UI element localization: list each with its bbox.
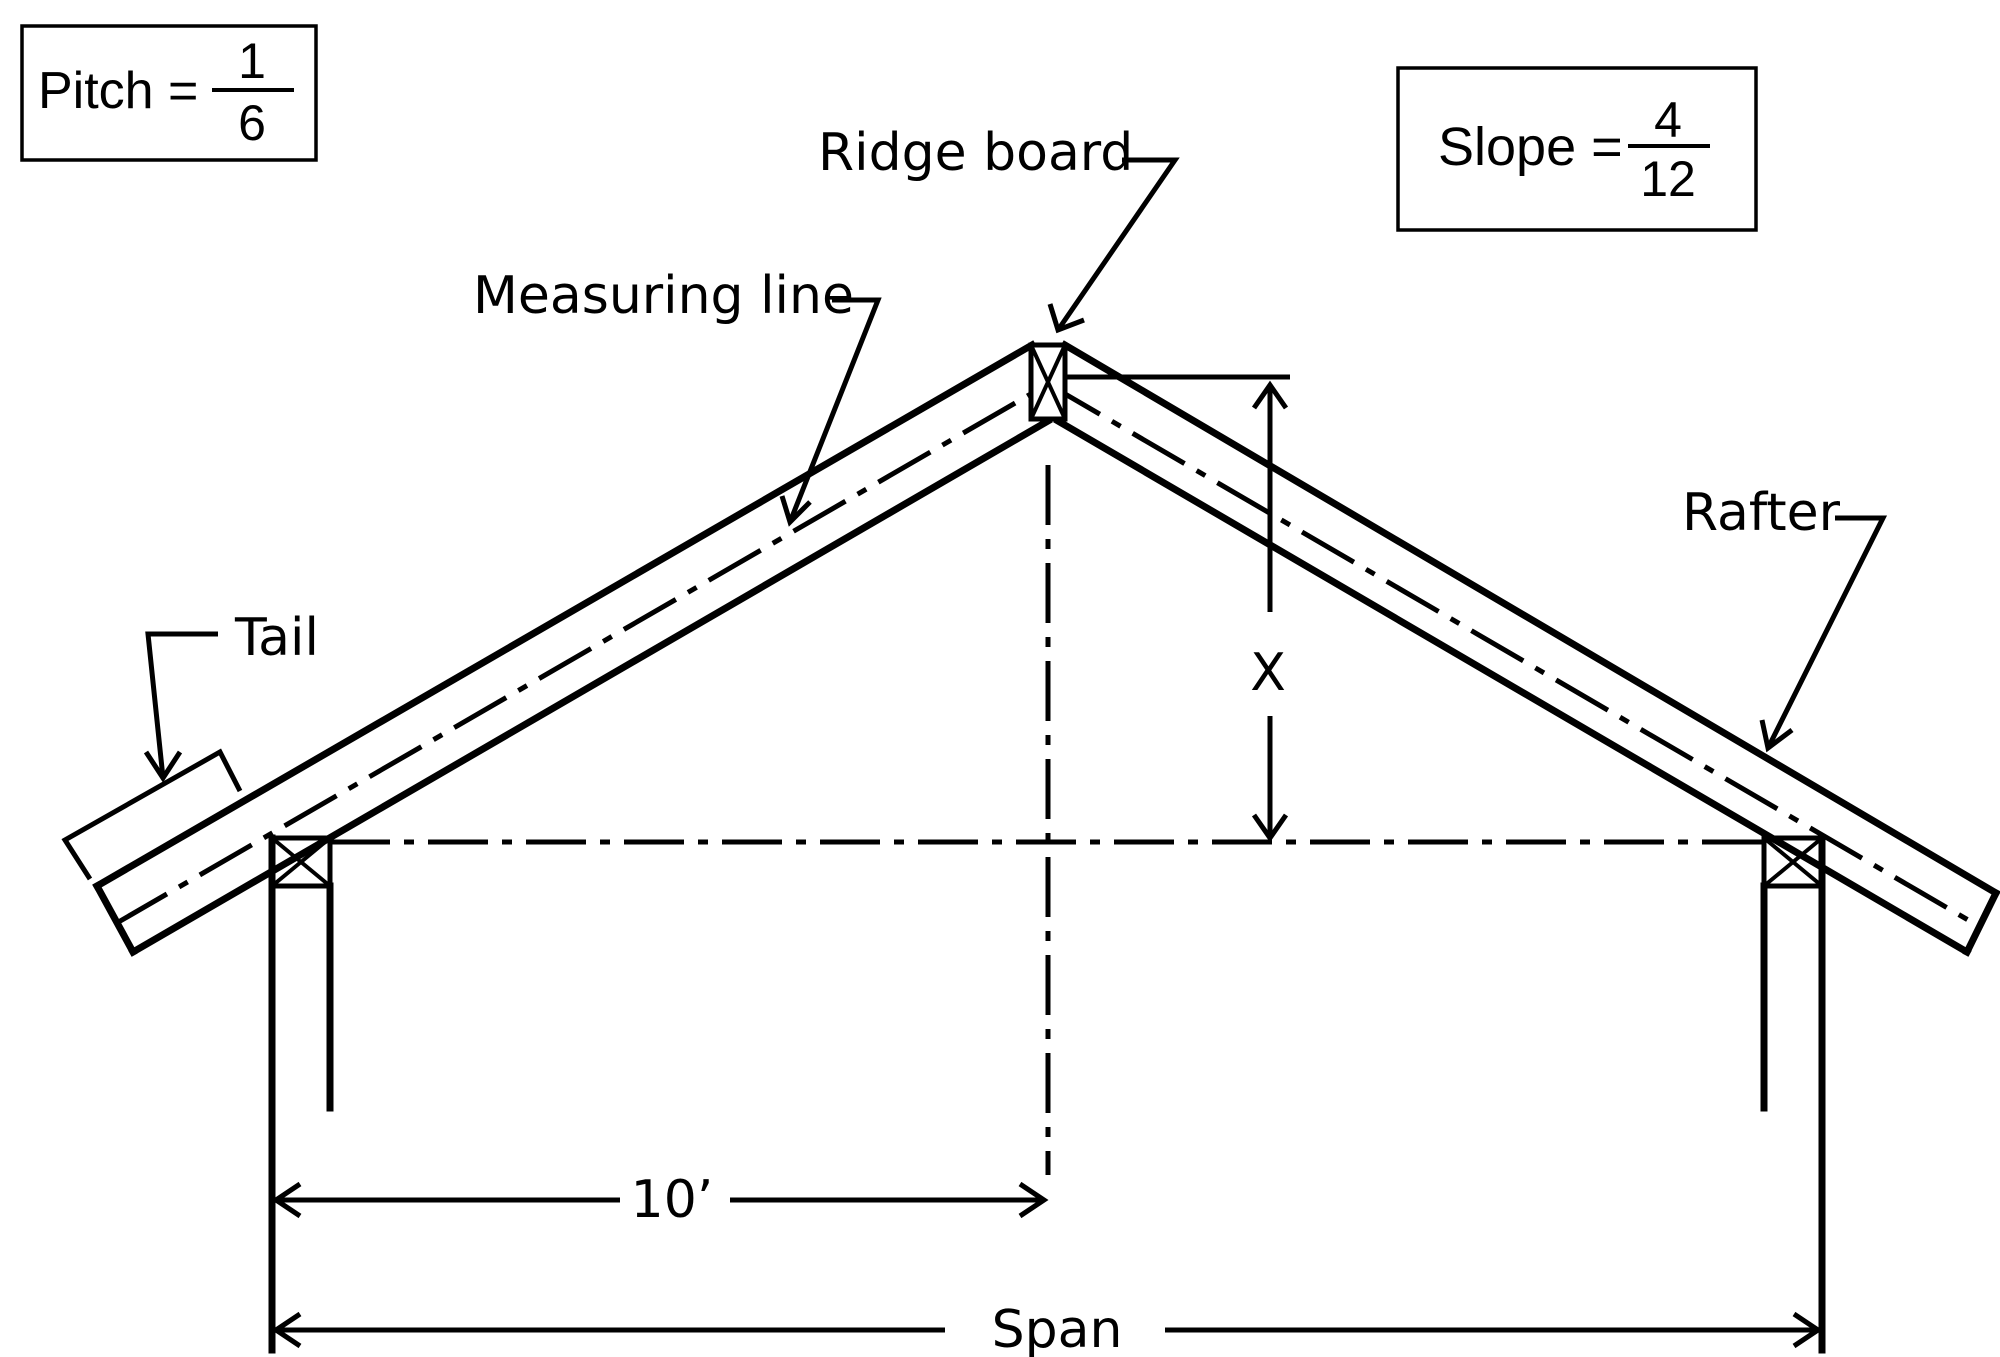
- right-measuring-line: [1046, 381, 1977, 927]
- tail-bracket: [61, 748, 243, 881]
- pitch-denominator: 6: [238, 95, 266, 151]
- slope-label: Slope =: [1438, 117, 1623, 177]
- left-rafter: [92, 340, 1053, 957]
- slope-numerator: 4: [1654, 92, 1682, 148]
- rafter-callout: Rafter: [1682, 483, 1888, 753]
- rafter-label: Rafter: [1682, 483, 1841, 543]
- slope-denominator: 12: [1640, 151, 1696, 207]
- span-dimension: Span: [271, 1300, 1823, 1357]
- pitch-label: Pitch =: [38, 62, 198, 120]
- left-wall: [268, 834, 334, 1354]
- left-measuring-line: [113, 381, 1050, 927]
- pitch-numerator: 1: [238, 33, 266, 89]
- span-label: Span: [992, 1300, 1123, 1357]
- right-wall: [1760, 834, 1826, 1354]
- rise-label: X: [1250, 643, 1286, 703]
- tail-callout: Tail: [143, 608, 319, 783]
- right-rafter: [1053, 340, 2000, 957]
- ridge-board-label: Ridge board: [818, 123, 1133, 183]
- rise-dimension: X: [1065, 374, 1290, 843]
- run-label: 10’: [631, 1170, 714, 1230]
- measuring-line-callout: Measuring line: [473, 266, 882, 527]
- tail-label: Tail: [234, 608, 319, 668]
- pitch-box: Pitch = 1 6: [20, 24, 318, 162]
- ridge-board: [1028, 342, 1068, 422]
- ridge-board-callout: Ridge board: [818, 123, 1180, 334]
- run-dimension: 10’: [271, 1170, 1049, 1230]
- measuring-line-label: Measuring line: [473, 266, 854, 326]
- slope-box: Slope = 4 12: [1396, 66, 1758, 232]
- left-top-plate: [269, 835, 333, 889]
